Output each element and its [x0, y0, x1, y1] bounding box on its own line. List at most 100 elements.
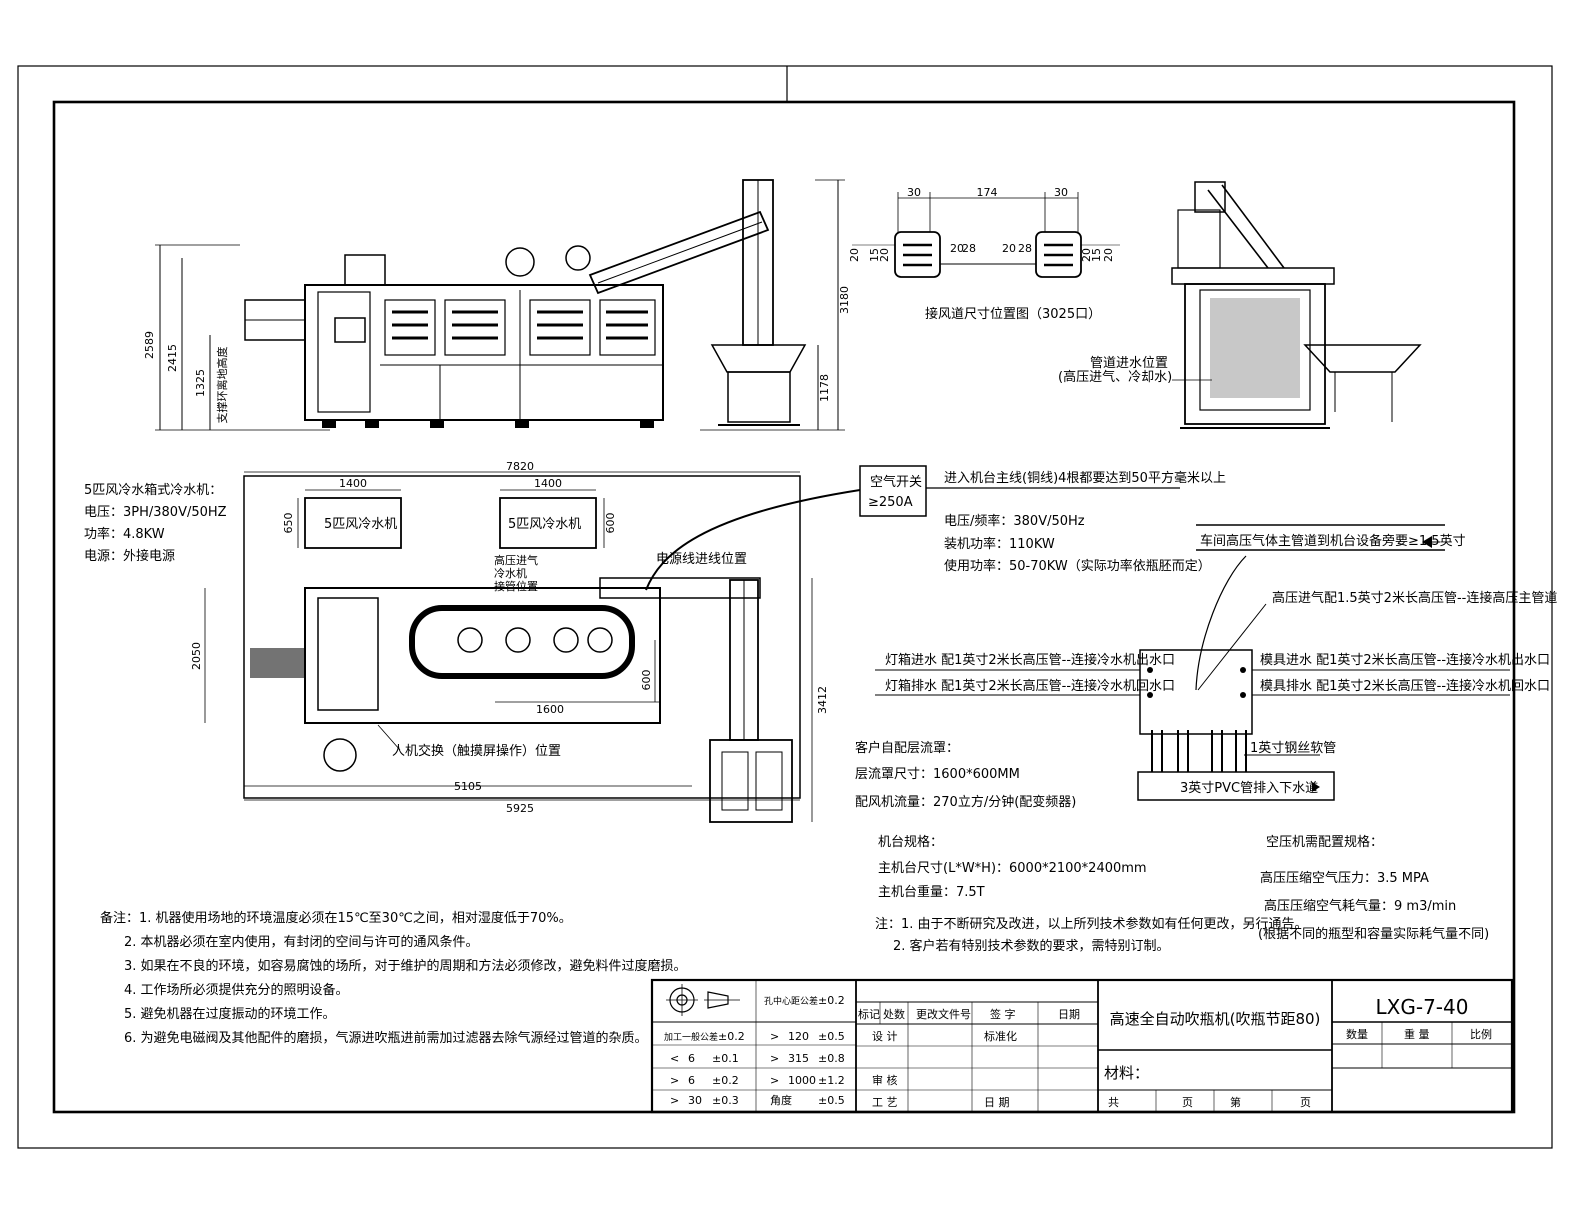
pages-total-unit: 页	[1182, 1096, 1193, 1109]
tol-angle-value: ±0.5	[818, 1094, 845, 1107]
compressor-spec: 空压机需配置规格： 高压压缩空气压力：3.5 MPA 高压压缩空气耗气量：9 m…	[1258, 834, 1489, 942]
duct-dim-28a: 28	[962, 242, 976, 255]
spec-note-2: 2. 客户若有特别技术参数的要求，需特别订制。	[893, 938, 1170, 954]
steel-hose-label: 1英寸钢丝软管	[1250, 741, 1336, 756]
rev-header-date: 日期	[1058, 1008, 1080, 1021]
dim-3180: 3180	[838, 286, 851, 314]
power-voltage: 电压/频率：380V/50Hz	[944, 513, 1085, 529]
dim-1600: 1600	[536, 703, 564, 716]
main-note-2: 2. 本机器必须在室内使用，有封闭的空间与许可的通风条件。	[124, 934, 479, 950]
tol-lt-6: <	[670, 1052, 679, 1065]
main-note-5: 5. 避免机器在过度振动的环境工作。	[124, 1006, 336, 1022]
dim-600b: 600	[640, 670, 653, 691]
end-view-note-2: (高压进气、冷却水)	[1058, 369, 1172, 385]
scale-header: 比例	[1470, 1027, 1492, 1041]
chiller-label-1: 5匹风冷水机	[324, 517, 397, 532]
dim-600a: 600	[604, 513, 617, 534]
tol-315: 315	[788, 1052, 809, 1065]
laminar-size: 层流罩尺寸：1600*600MM	[855, 767, 1020, 782]
mold-outlet-spec: 模具排水 配1英寸2米长高压管--连接冷水机回水口	[1260, 678, 1550, 694]
chiller-spec-voltage: 电压：3PH/380V/50HZ	[84, 505, 227, 520]
machine-spec-title: 机台规格：	[878, 834, 943, 850]
support-ring-label: 支撑环离地高度	[215, 347, 229, 424]
end-view-note-1: 管道进水位置	[1090, 356, 1168, 371]
spec-notes: 注：1. 由于不断研究及改进，以上所列技术参数如有任何更改，另行通告。 2. 客…	[875, 916, 1308, 954]
lamp-outlet-spec: 灯箱排水 配1英寸2米长高压管--连接冷水机回水口	[885, 678, 1175, 694]
tol-angle-label: 角度	[770, 1093, 792, 1107]
duct-dim-20e: 20	[1080, 248, 1093, 262]
machine-spec-size: 主机台尺寸(L*W*H)：6000*2100*2400mm	[878, 861, 1147, 876]
power-usage: 使用功率：50-70KW（实际功率依瓶胚而定）	[944, 558, 1211, 574]
rev-design: 设 计	[872, 1030, 898, 1043]
laminar-fan: 配风机流量：270立方/分钟(配变频器)	[855, 794, 1076, 810]
rev-header-count: 处数	[883, 1008, 905, 1021]
inlet-label-2: 冷水机	[494, 566, 527, 580]
main-note-3: 3. 如果在不良的环境，如容易腐蚀的场所，对于维护的周期和方法必须修改，避免料件…	[124, 958, 687, 974]
tol-concentricity-value: ±0.2	[818, 994, 845, 1007]
duct-dim-174: 174	[977, 186, 998, 199]
dim-5105: 5105	[454, 780, 482, 793]
duct-dim-15b: 15	[1090, 248, 1103, 262]
dim-1400a: 1400	[339, 477, 367, 490]
qty-header: 数量	[1346, 1028, 1368, 1041]
projection-symbol	[666, 984, 740, 1016]
rev-standard: 标准化	[984, 1029, 1017, 1043]
tol-6a-val: ±0.1	[712, 1052, 739, 1065]
rev-review: 审 核	[872, 1073, 898, 1087]
duct-caption: 接风道尺寸位置图（3025口）	[925, 306, 1101, 322]
pvc-drain-label: 3英寸PVC管排入下水道	[1180, 781, 1318, 796]
title-block: 孔中心距公差 ±0.2 加工一般公差 ±0.2 > 120 ±0.5 < 6 ±…	[650, 978, 1514, 1114]
tol-30: 30	[688, 1094, 702, 1107]
duct-dim-30b: 30	[1054, 186, 1068, 199]
main-note-6: 6. 为避免电磁阀及其他配件的磨损，气源进吹瓶进前需加过滤器去除气源经过管道的杂…	[124, 1030, 648, 1046]
duct-dim-28b: 28	[1018, 242, 1032, 255]
tol-general-label: 加工一般公差	[664, 1031, 718, 1043]
weight-header: 重 量	[1404, 1027, 1430, 1041]
air-switch-rating: ≥250A	[868, 495, 913, 510]
laminar-title: 客户自配层流罩：	[855, 740, 959, 756]
dim-3412: 3412	[816, 686, 829, 714]
tol-1000: 1000	[788, 1074, 816, 1087]
tol-6b: 6	[688, 1074, 695, 1087]
machine-spec-weight: 主机台重量：7.5T	[878, 884, 985, 900]
rev-header-sign: 签 字	[990, 1007, 1016, 1021]
dim-650: 650	[282, 513, 295, 534]
spec-note-1: 注：1. 由于不断研究及改进，以上所列技术参数如有任何更改，另行通告。	[875, 916, 1308, 932]
drawing-title: 高速全自动吹瓶机(吹瓶节距80)	[1110, 1010, 1321, 1028]
pages-total-label: 共	[1108, 1096, 1119, 1109]
rev-date: 日 期	[984, 1096, 1010, 1109]
chiller-spec: 5匹风冷水箱式冷水机： 电压：3PH/380V/50HZ 功率：4.8KW 电源…	[84, 482, 227, 564]
drawing-number: LXG-7-40	[1376, 995, 1469, 1019]
dim-5925: 5925	[506, 802, 534, 815]
tol-1000-val: ±1.2	[818, 1074, 845, 1087]
piping-diagram: 车间高压气体主管道到机台设备旁要≥1.5英寸 高压进气配1.5英寸2米长高压管-…	[875, 524, 1557, 801]
inlet-label-3: 接管位置	[494, 579, 538, 593]
duct-detail-drawing: 30 174 30 20 15 20 20 28 20 28 20 15 20 …	[848, 186, 1120, 322]
main-note-4: 4. 工作场所必须提供充分的照明设备。	[124, 982, 349, 998]
tol-gt-315: >	[770, 1052, 779, 1065]
plan-view-drawing: 7820 1400 1400 650 600 2050 600 1600 341…	[190, 460, 861, 823]
chiller-label-2: 5匹风冷水机	[508, 517, 581, 532]
compressor-pressure: 高压压缩空气压力：3.5 MPA	[1260, 870, 1429, 886]
main-notes: 备注：1. 机器使用场地的环境温度必须在15℃至30℃之间，相对湿度低于70%。…	[100, 910, 687, 1046]
dim-1325: 1325	[194, 369, 207, 397]
machine-spec: 机台规格： 主机台尺寸(L*W*H)：6000*2100*2400mm 主机台重…	[878, 834, 1147, 900]
dim-2050: 2050	[190, 642, 203, 670]
dim-1400b: 1400	[534, 477, 562, 490]
tol-concentricity-label: 孔中心距公差	[764, 995, 818, 1007]
tol-120: 120	[788, 1030, 809, 1043]
rev-process: 工 艺	[872, 1096, 898, 1109]
duct-dim-20d: 20	[1002, 242, 1016, 255]
air-switch-block: 空气开关 ≥250A 进入机台主线(铜线)4根都要达到50平方毫米以上	[859, 465, 1226, 517]
dim-2415: 2415	[166, 344, 179, 372]
tol-gt-120: >	[770, 1030, 779, 1043]
power-installed: 装机功率：110KW	[944, 536, 1055, 552]
rev-header-file: 更改文件号	[916, 1007, 971, 1021]
side-view-drawing: 2589 2415 1325 支撑环离地高度 3180 1178	[143, 179, 851, 431]
tol-gt-1000: >	[770, 1074, 779, 1087]
end-view-drawing: 管道进水位置 (高压进气、冷却水)	[1058, 181, 1422, 429]
chiller-spec-title: 5匹风冷水箱式冷水机：	[84, 482, 222, 498]
main-line-spec: 进入机台主线(铜线)4根都要达到50平方毫米以上	[944, 470, 1226, 486]
tol-30-val: ±0.3	[712, 1094, 739, 1107]
